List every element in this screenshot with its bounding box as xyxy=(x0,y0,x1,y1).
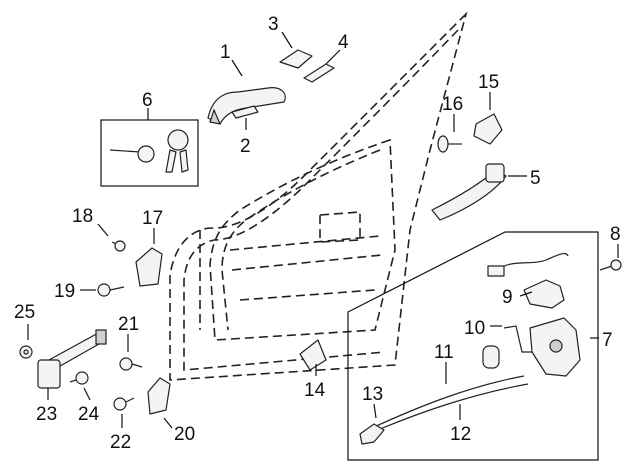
callout-13: 13 xyxy=(362,384,383,405)
inside-handle xyxy=(431,163,507,221)
handle-base-part xyxy=(231,105,259,119)
callout-15: 15 xyxy=(478,72,499,93)
bolt-21 xyxy=(119,357,143,371)
screw-8 xyxy=(599,259,622,271)
lock-rod xyxy=(503,325,532,353)
callout-16: 16 xyxy=(442,94,463,115)
trim-piece xyxy=(299,339,327,371)
callout-labels: 1 2 3 4 5 6 7 8 9 10 11 12 13 14 15 16 1… xyxy=(14,14,621,453)
callout-9: 9 xyxy=(502,287,513,308)
latch-actuator xyxy=(487,252,581,377)
callout-23: 23 xyxy=(36,404,57,425)
handle-bracket xyxy=(473,113,503,145)
callout-25: 25 xyxy=(14,302,35,323)
door-frame xyxy=(169,11,468,381)
callout-7: 7 xyxy=(602,330,613,351)
outside-handle xyxy=(207,87,286,125)
leader-lines xyxy=(27,31,619,429)
lock-cylinder xyxy=(109,129,189,173)
cable-12 xyxy=(367,383,529,435)
callout-4: 4 xyxy=(338,32,349,53)
latch-assembly-box xyxy=(347,231,599,461)
handle-cover xyxy=(303,63,335,83)
callout-18: 18 xyxy=(72,206,93,227)
bolt-18 xyxy=(111,240,126,252)
handle-cap xyxy=(279,49,313,69)
lock-set-box xyxy=(100,119,199,187)
callout-14: 14 xyxy=(304,380,326,401)
callout-5: 5 xyxy=(530,168,541,189)
upper-hinge xyxy=(135,247,163,287)
cable-11 xyxy=(371,375,525,429)
callout-10: 10 xyxy=(464,318,485,339)
callout-6: 6 xyxy=(142,90,153,111)
cable-clip xyxy=(359,423,385,445)
callout-8: 8 xyxy=(610,224,621,245)
lower-hinge xyxy=(147,377,171,415)
callout-19: 19 xyxy=(54,281,75,302)
door-check xyxy=(37,329,107,389)
callout-11: 11 xyxy=(434,342,454,363)
bolt-24 xyxy=(69,371,89,385)
callout-17: 17 xyxy=(142,208,163,229)
latch-cover xyxy=(523,279,565,309)
callout-21: 21 xyxy=(118,314,139,335)
callout-12: 12 xyxy=(450,424,471,445)
nut-25 xyxy=(19,345,33,359)
grommet xyxy=(482,345,500,369)
callout-3: 3 xyxy=(268,14,279,35)
callout-20: 20 xyxy=(174,424,195,445)
callout-22: 22 xyxy=(110,432,131,453)
screw-16 xyxy=(437,135,462,153)
bolt-19 xyxy=(97,283,125,297)
callout-1: 1 xyxy=(220,42,231,63)
bolt-22 xyxy=(113,397,135,411)
callout-24: 24 xyxy=(78,404,100,425)
callout-2: 2 xyxy=(240,136,251,157)
